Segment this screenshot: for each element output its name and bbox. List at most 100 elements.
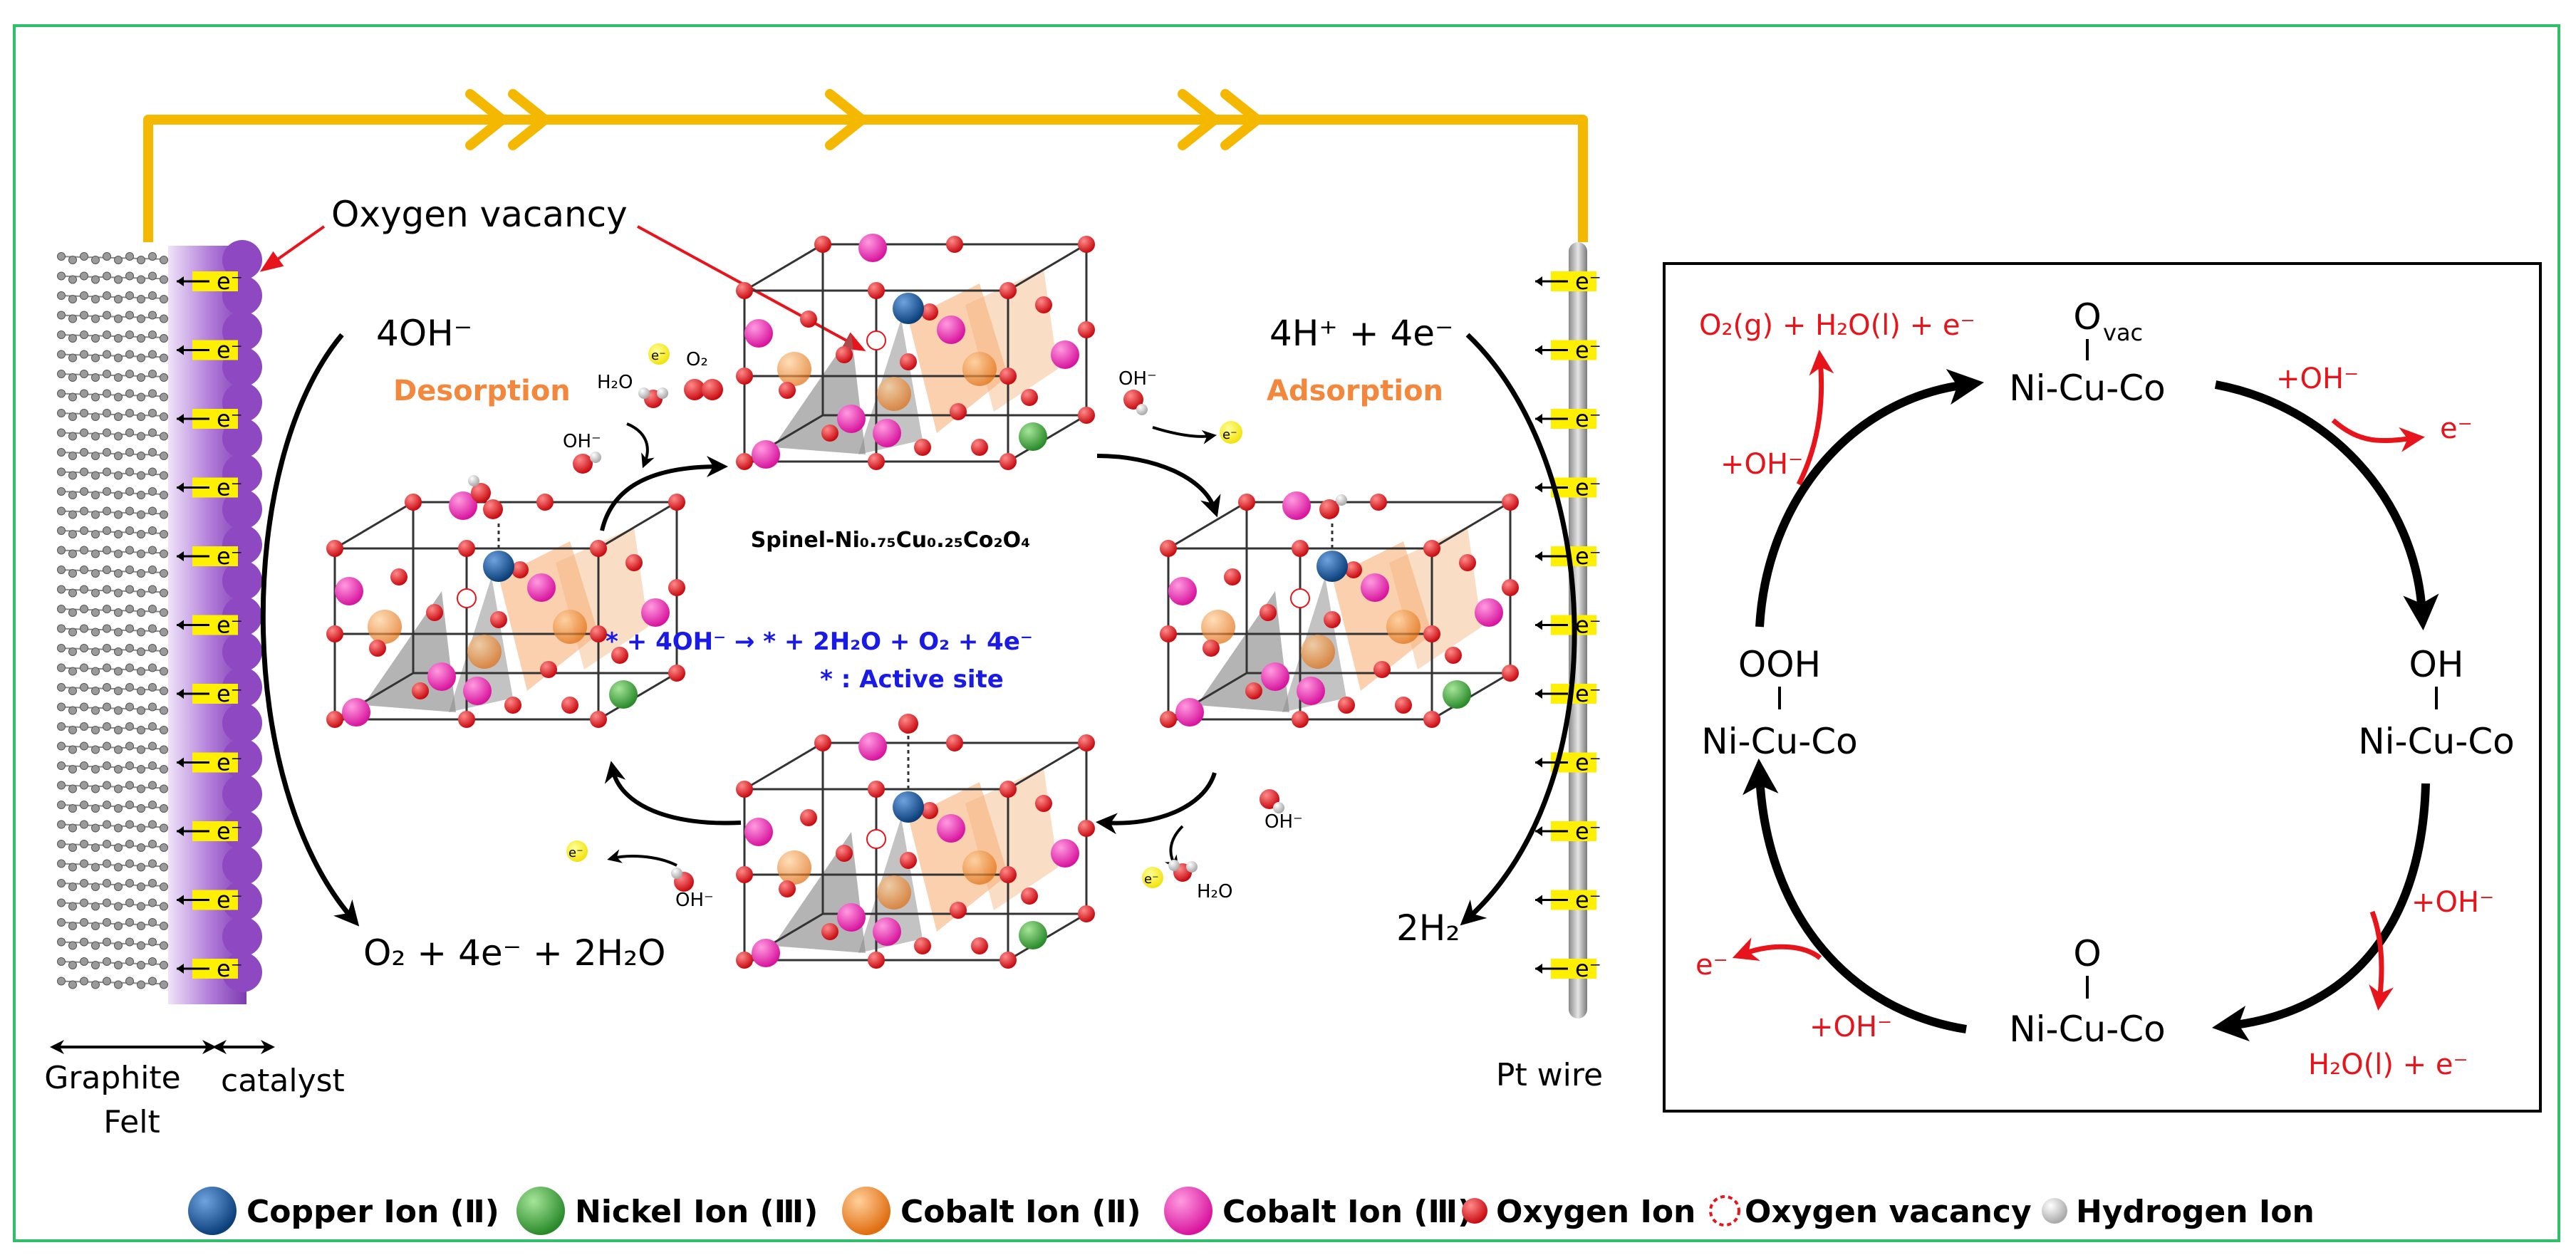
cycle-arrows — [1743, 369, 2439, 1042]
oxygen-ion — [1423, 625, 1440, 642]
adsorbed-oxygen — [483, 499, 503, 519]
legend-swatch — [842, 1187, 890, 1235]
oxygen-ion — [914, 937, 931, 954]
oxygen-ion — [1502, 665, 1519, 682]
legend-item: Oxygen Ion — [1462, 1194, 1695, 1230]
plus-oh-bottom-right: +OH⁻ — [2411, 886, 2494, 919]
svg-text:vac: vac — [2103, 319, 2143, 346]
oxygen-ion — [836, 346, 853, 363]
species-bottom-left: OH⁻ e⁻ — [566, 840, 714, 911]
oxygen-ion — [971, 439, 988, 456]
cobalt-ii-ion — [1301, 635, 1335, 669]
adsorbed-oxygen — [898, 714, 918, 734]
cobalt-iii-ion — [527, 573, 556, 602]
legend-label: Oxygen vacancy — [1745, 1194, 2032, 1230]
catalyst-electrons: e⁻e⁻e⁻e⁻e⁻e⁻e⁻e⁻e⁻e⁻e⁻ — [177, 268, 243, 982]
cycle-red-labels: O₂(g) + H₂O(l) + e⁻ +OH⁻ +OH⁻ e⁻ +OH⁻ H₂… — [1695, 309, 2494, 1081]
electron-icon: e⁻ — [177, 887, 243, 914]
electron-label: e⁻ — [217, 268, 243, 295]
svg-text:OH⁻: OH⁻ — [1264, 811, 1303, 833]
oxygen-ion — [950, 403, 967, 420]
cobalt-ii-ion — [777, 850, 811, 885]
oxygen-ion — [1292, 540, 1309, 557]
cobalt-ii-ion — [368, 610, 402, 644]
cobalt-iii-ion — [752, 939, 780, 967]
legend-swatch — [1462, 1198, 1487, 1224]
catalyst-label: catalyst — [221, 1063, 345, 1099]
cobalt-ii-ion — [1201, 610, 1235, 644]
oxygen-ion — [921, 802, 938, 819]
adsorption-label: Adsorption — [1267, 375, 1443, 407]
oxygen-ion — [800, 311, 817, 328]
oxygen-ion — [1238, 494, 1255, 511]
electron-label: e⁻ — [1575, 749, 1601, 776]
oxygen-ion — [736, 781, 753, 798]
oxygen-ion — [900, 852, 917, 869]
cathode-arrow — [1460, 333, 1577, 926]
svg-text:e⁻: e⁻ — [651, 348, 666, 363]
oxygen-ion — [999, 453, 1017, 470]
cobalt-iii-ion — [837, 903, 866, 932]
species-bottom-right: OH⁻ e⁻ H₂O — [1142, 789, 1303, 902]
cobalt-iii-ion — [873, 419, 901, 447]
legend-label: Cobalt Ion (Ⅱ) — [900, 1194, 1141, 1230]
copper-ion — [1316, 551, 1348, 582]
electron-label: e⁻ — [217, 818, 243, 845]
anode-reactant: 4OH⁻ — [376, 313, 472, 354]
cobalt-ii-ion — [777, 352, 811, 386]
species-top-left: OH⁻ H₂O O₂ e⁻ — [563, 343, 723, 474]
oxygen-ion — [1338, 697, 1355, 714]
legend-item: Cobalt Ion (Ⅱ) — [842, 1187, 1141, 1235]
oxygen-ion — [999, 781, 1017, 798]
oxygen-vacancy — [866, 829, 886, 849]
electron-label: e⁻ — [1575, 474, 1601, 501]
svg-text:Ni-Cu-Co: Ni-Cu-Co — [2358, 721, 2514, 762]
legend-swatch — [188, 1187, 237, 1235]
spinel-label: Spinel-Ni₀.₇₅Cu₀.₂₅Co₂O₄ — [751, 528, 1031, 553]
svg-text:H₂O: H₂O — [597, 372, 633, 393]
oxygen-ion — [900, 353, 917, 370]
electron-label: e⁻ — [217, 612, 243, 639]
oxygen-ion — [1078, 321, 1095, 338]
oxygen-ion — [326, 625, 343, 642]
oxygen-vacancy — [1290, 588, 1310, 608]
oxygen-ion — [1021, 389, 1038, 406]
cobalt-iii-ion — [335, 577, 363, 605]
oxygen-ion — [779, 382, 796, 399]
electron-icon: e⁻ — [1535, 474, 1601, 501]
oxygen-vacancy-label: Oxygen vacancy — [331, 194, 628, 235]
cobalt-iii-ion — [463, 677, 492, 705]
legend-item: Hydrogen Ion — [2042, 1194, 2315, 1230]
plus-oh-bottom-left: +OH⁻ — [1809, 1011, 1892, 1043]
cobalt-iii-ion — [1168, 577, 1197, 605]
legend-item: Copper Ion (Ⅱ) — [188, 1187, 499, 1235]
oxygen-ion — [590, 540, 607, 557]
bottom-right-product: H₂O(l) + e⁻ — [2308, 1048, 2468, 1081]
anode-arrow — [260, 333, 360, 927]
oxygen-ion — [1021, 887, 1038, 905]
oxygen-ion — [868, 282, 885, 299]
oxygen-ion — [836, 845, 853, 862]
plus-oh-top-left: +OH⁻ — [1720, 448, 1803, 481]
oxygen-ion — [821, 923, 838, 940]
svg-text:O: O — [2073, 296, 2101, 338]
svg-text:e⁻: e⁻ — [568, 845, 583, 860]
svg-text:OH⁻: OH⁻ — [563, 431, 601, 452]
copper-ion — [893, 293, 924, 324]
cobalt-iii-ion — [342, 698, 370, 727]
cobalt-iii-ion — [858, 732, 887, 761]
legend-label: Hydrogen Ion — [2076, 1194, 2315, 1230]
electron-icon: e⁻ — [1535, 405, 1601, 432]
oxygen-ion — [971, 937, 988, 954]
nickel-ion — [609, 680, 638, 709]
cobalt-iii-ion — [873, 917, 901, 946]
electron-icon: e⁻ — [1535, 543, 1601, 570]
cobalt-ii-ion — [1386, 610, 1421, 644]
cobalt-iii-ion — [937, 316, 965, 344]
oxygen-ion — [625, 554, 643, 571]
electron-label: e⁻ — [217, 543, 243, 570]
electron-icon: e⁻ — [1535, 955, 1601, 982]
oxygen-ion — [1224, 568, 1241, 585]
cycle-panel — [1663, 262, 2542, 1113]
cobalt-iii-ion — [449, 491, 477, 520]
